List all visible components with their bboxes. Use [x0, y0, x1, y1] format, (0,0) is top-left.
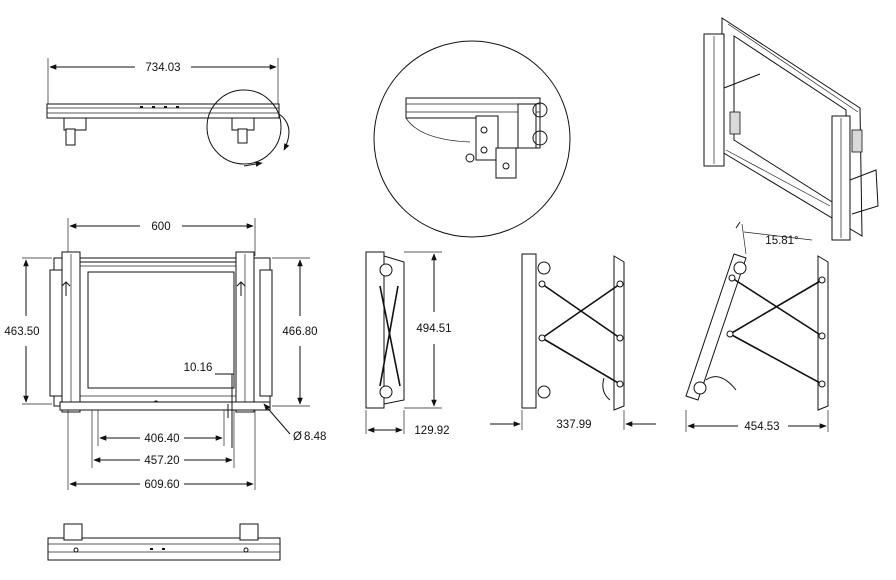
dim-span-609: 609.60	[144, 479, 179, 491]
detail-view	[373, 40, 571, 238]
side-view-closed: 494.51 129.92	[365, 251, 452, 437]
dim-height-left: 463.50	[4, 326, 39, 338]
dim-front-width: 600	[151, 221, 170, 233]
dim-depth-closed: 129.92	[414, 425, 449, 437]
isometric-view	[703, 17, 879, 241]
dim-hole-dia: 8.48	[304, 431, 326, 443]
dim-side-height: 494.51	[416, 323, 451, 335]
dim-depth-open: 337.99	[556, 419, 591, 431]
bottom-view	[47, 523, 281, 561]
dim-height-right: 466.80	[282, 326, 317, 338]
dim-tilt-angle: 15.81°	[765, 235, 798, 247]
dim-depth-tilted: 454.53	[744, 421, 779, 433]
side-view-open: 337.99	[490, 253, 656, 431]
diameter-symbol: Ø	[293, 431, 302, 443]
dim-offset: 10.16	[184, 362, 213, 374]
front-view: 600 463.50 466.80 10.16 406.4	[4, 218, 326, 491]
dim-span-406: 406.40	[144, 433, 179, 445]
side-view-tilted: 15.81° 454.53	[685, 221, 829, 433]
dim-top-width: 734.03	[145, 62, 180, 74]
dim-span-457: 457.20	[144, 455, 179, 467]
top-view: 734.03	[46, 58, 290, 167]
